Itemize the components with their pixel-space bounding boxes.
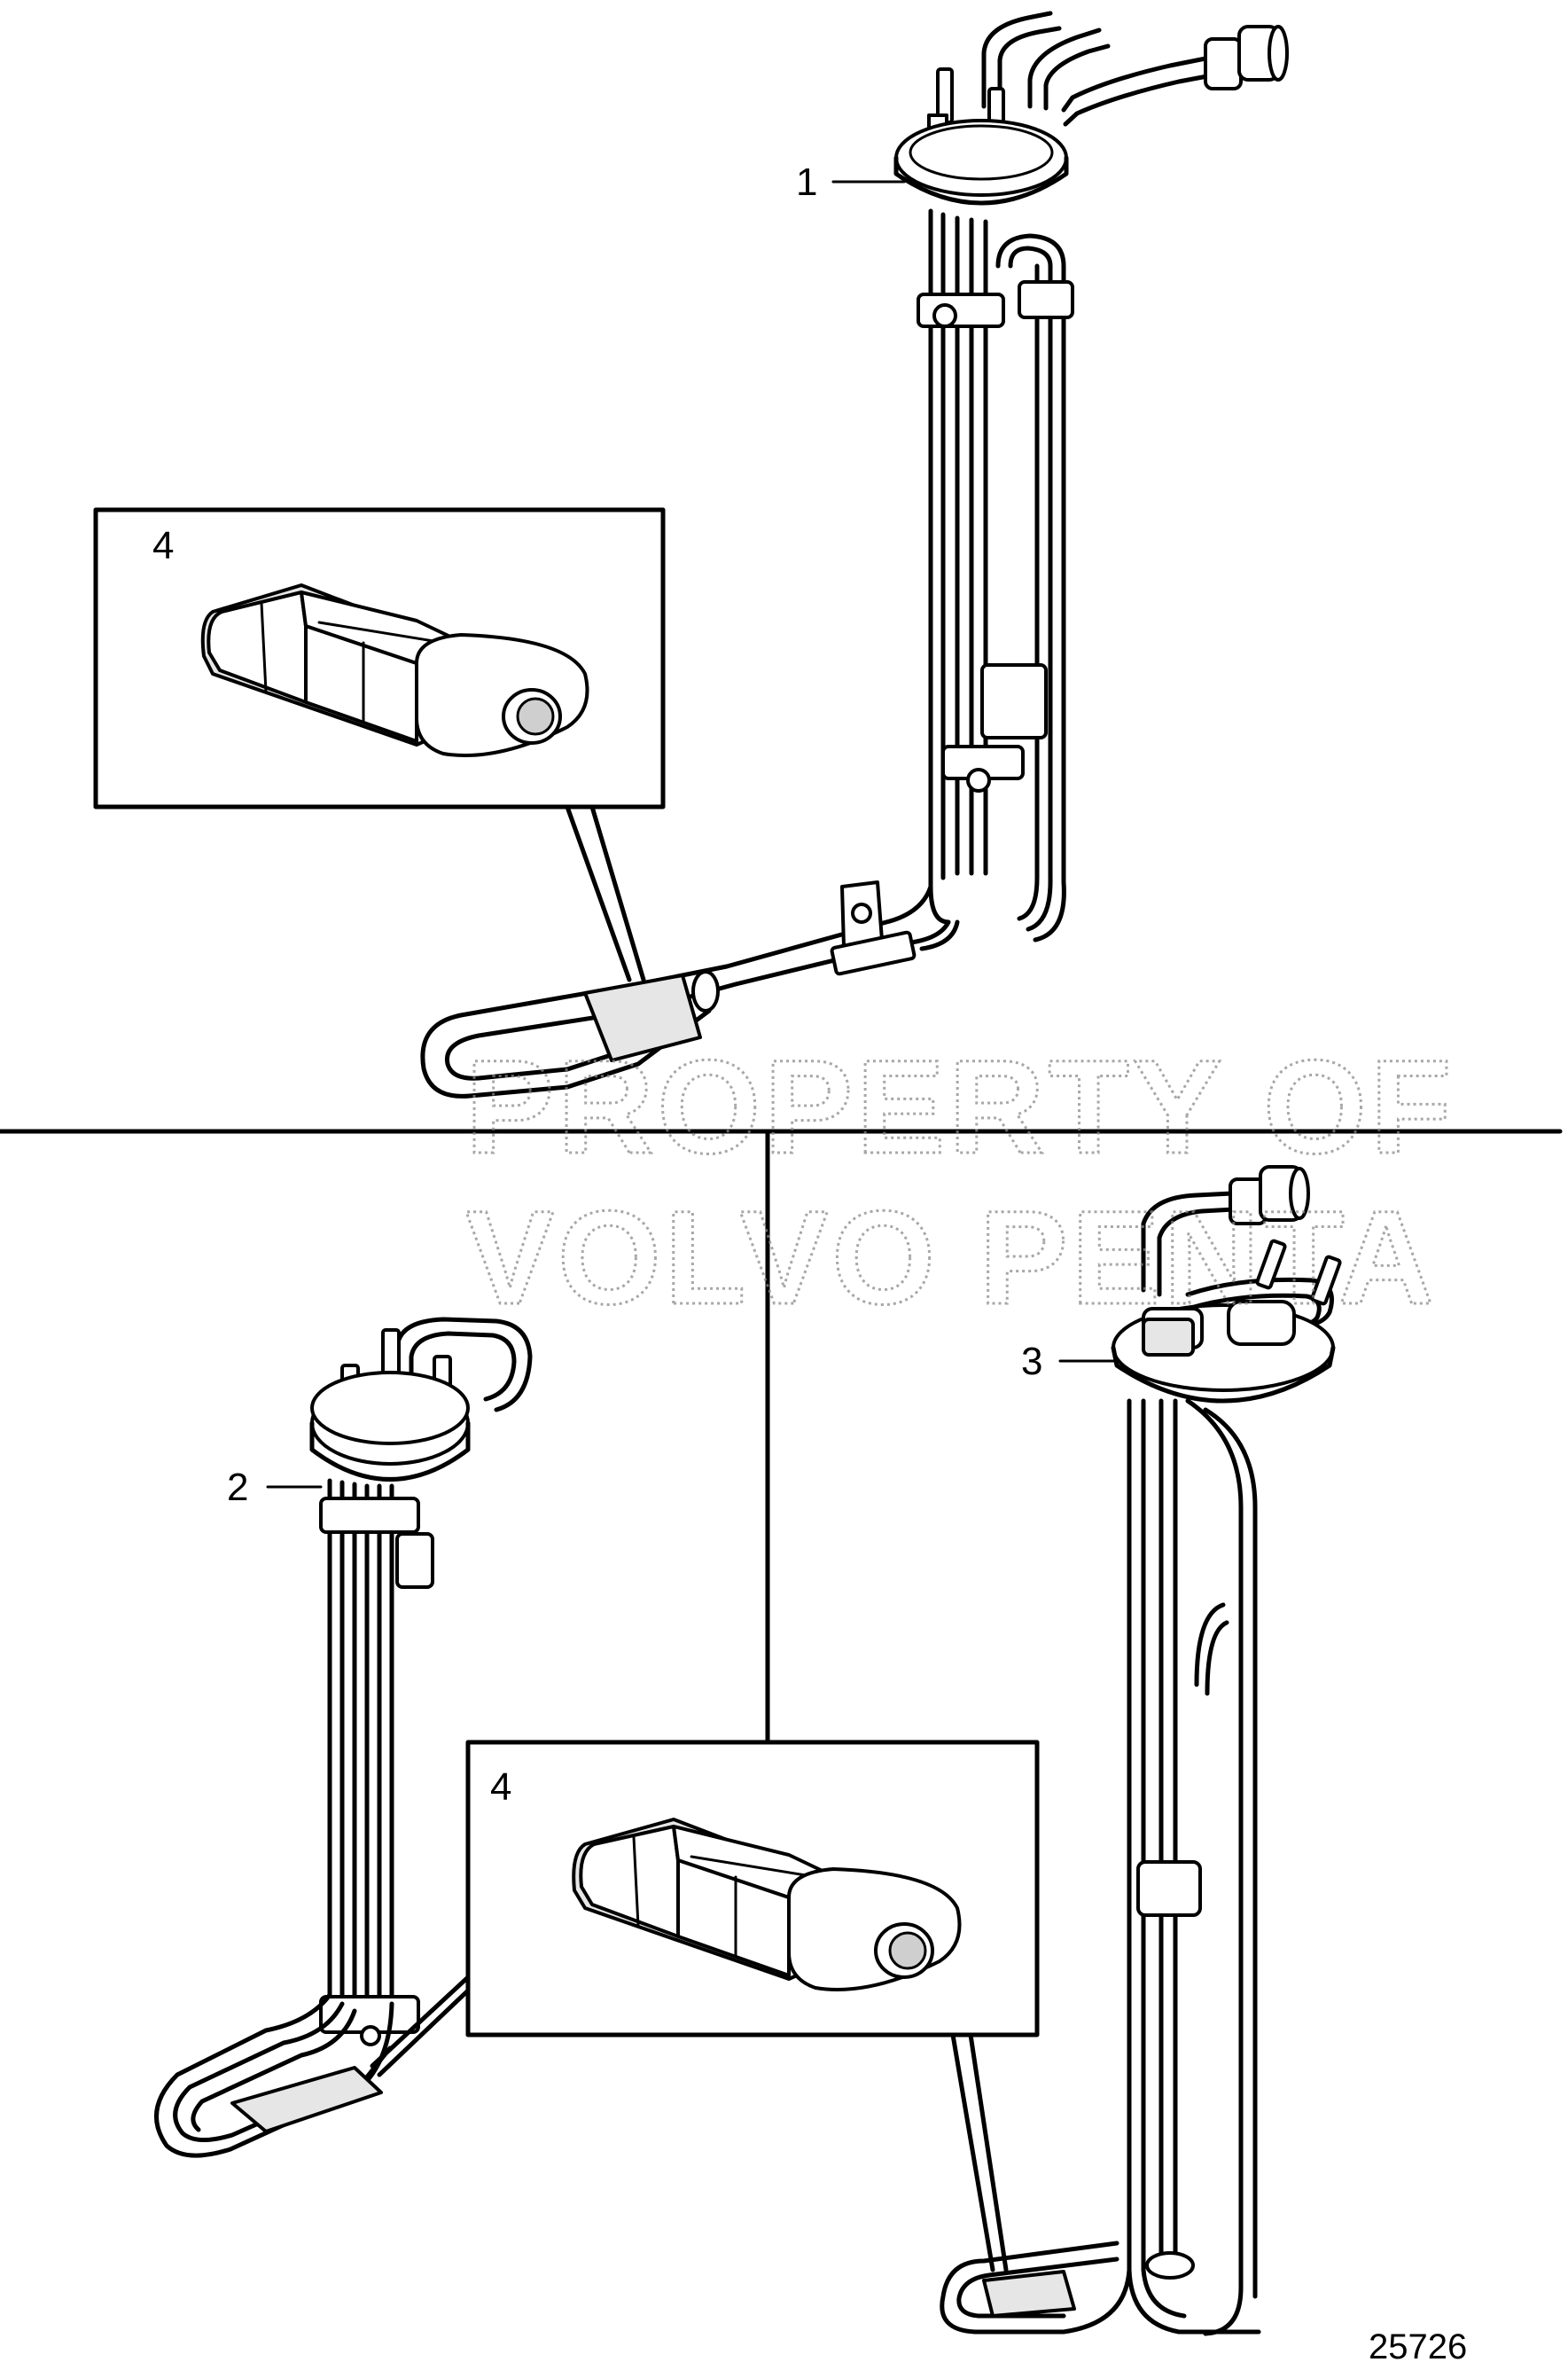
callout-label-4-bottom: 4 <box>490 1765 511 1809</box>
strainer-filter-bottom <box>572 1818 962 1991</box>
inset-box-top <box>93 507 666 982</box>
inset-box-bottom <box>370 1740 1040 2272</box>
watermark-line-1: PROPERTY OF <box>465 1032 1455 1181</box>
callout-label-3: 3 <box>1021 1340 1042 1383</box>
callout-2: 2 <box>227 1466 323 1509</box>
callout-1: 1 <box>796 160 906 204</box>
watermark: PROPERTY OF VOLVO PENTA <box>464 1031 1455 1334</box>
callout-3: 3 <box>1021 1340 1120 1383</box>
figure-number: 25726 <box>1369 2327 1467 2366</box>
sender-unit-1 <box>420 11 1289 1099</box>
callout-label-4-top: 4 <box>152 524 174 567</box>
callout-label-2: 2 <box>227 1466 248 1509</box>
watermark-line-2: VOLVO PENTA <box>465 1183 1438 1332</box>
sender-unit-2 <box>153 1317 533 2158</box>
sender-unit-3 <box>940 1165 1342 2336</box>
callout-label-1: 1 <box>796 160 817 204</box>
section-dividers <box>0 1129 1563 1745</box>
strainer-filter-top <box>200 583 589 757</box>
